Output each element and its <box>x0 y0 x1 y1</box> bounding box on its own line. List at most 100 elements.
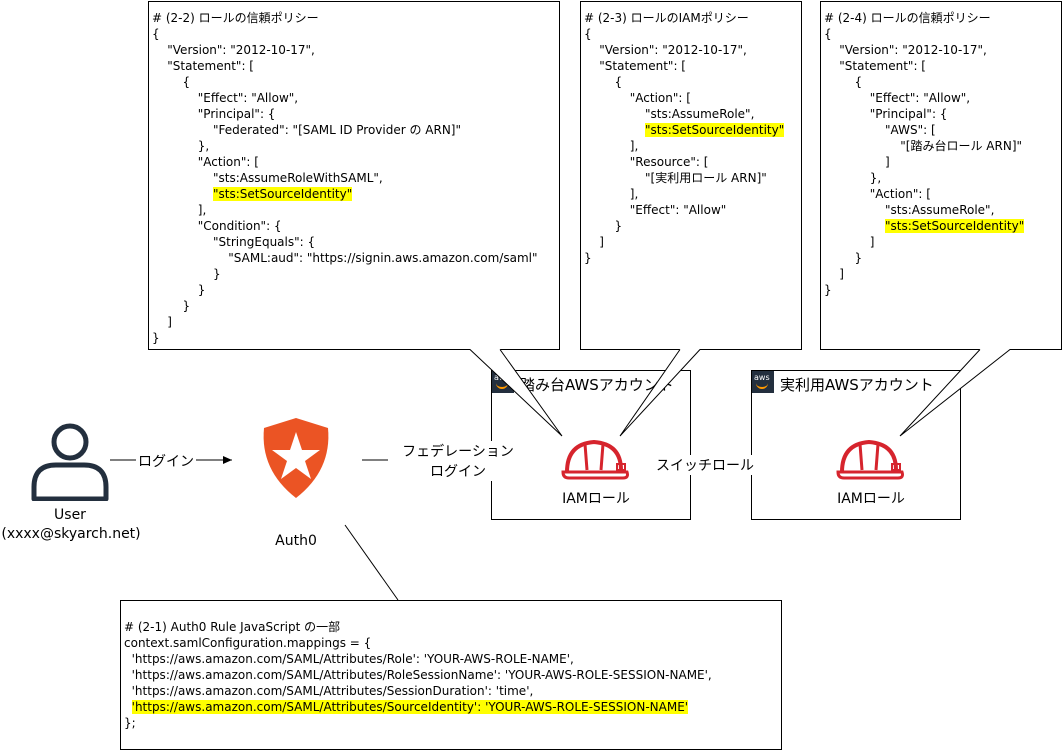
code-text: "Version": "2012-10-17", <box>584 43 747 57</box>
code-text: { <box>824 27 832 41</box>
code-text: 'https://aws.amazon.com/SAML/Attributes/… <box>124 684 534 698</box>
code-block: # (2-3) ロールのIAMポリシー { "Version": "2012-10… <box>581 2 801 266</box>
code-text: ] <box>824 155 890 169</box>
code-line: ], <box>152 202 559 218</box>
code-line: context.samlConfiguration.mappings = { <box>124 635 781 651</box>
code-line: "[実利用ロール ARN]" <box>584 170 801 186</box>
code-line: # (2-1) Auth0 Rule JavaScript の一部 <box>124 619 781 635</box>
user-name: User <box>54 507 86 523</box>
code-text: "Effect": "Allow", <box>152 91 299 105</box>
callout-2-4-trust-policy: # (2-4) ロールの信頼ポリシー{ "Version": "2012-10-… <box>820 1 1062 350</box>
code-text: "Resource": [ <box>584 155 709 169</box>
code-text: "Principal": { <box>152 107 276 121</box>
code-line: "sts:SetSourceIdentity" <box>584 122 801 138</box>
code-line: ] <box>824 266 1061 282</box>
code-text: } <box>152 283 206 297</box>
code-text: } <box>152 299 191 313</box>
code-line: "Resource": [ <box>584 154 801 170</box>
actual-account-name: 実利用AWSアカウント <box>780 376 934 394</box>
auth0-shield-icon <box>263 418 329 498</box>
code-line: "Action": [ <box>584 90 801 106</box>
code-line: { <box>824 74 1061 90</box>
code-line: } <box>824 282 1061 298</box>
code-line: # (2-4) ロールの信頼ポリシー <box>824 10 1061 26</box>
code-line: "Principal": { <box>824 106 1061 122</box>
code-text: "Statement": [ <box>824 59 926 73</box>
code-text: # (2-3) ロールのIAMポリシー <box>584 11 749 25</box>
code-line: { <box>824 26 1061 42</box>
code-block: # (2-1) Auth0 Rule JavaScript の一部 context… <box>121 601 781 731</box>
code-line: "Condition": { <box>152 218 559 234</box>
code-text: "Statement": [ <box>152 59 254 73</box>
code-line: "Action": [ <box>152 154 559 170</box>
code-text: "Effect": "Allow", <box>824 91 971 105</box>
code-text: "Action": [ <box>584 91 691 105</box>
user-icon <box>31 423 109 501</box>
code-text: { <box>824 75 863 89</box>
highlighted-code: "sts:SetSourceIdentity" <box>645 123 785 137</box>
code-text: context.samlConfiguration.mappings = { <box>124 636 372 650</box>
code-line: }, <box>152 138 559 154</box>
code-text: ], <box>584 187 639 201</box>
code-line: "Version": "2012-10-17", <box>584 42 801 58</box>
code-line: } <box>584 218 801 234</box>
iam-role-helmet-icon <box>561 439 629 480</box>
code-line: 'https://aws.amazon.com/SAML/Attributes/… <box>124 699 781 715</box>
code-line: } <box>584 250 801 266</box>
code-line: "AWS": [ <box>824 122 1061 138</box>
code-text: { <box>584 27 592 41</box>
code-text: "[実利用ロール ARN]" <box>584 171 767 185</box>
code-line: "Effect": "Allow", <box>824 90 1061 106</box>
code-text: 'https://aws.amazon.com/SAML/Attributes/… <box>124 652 574 666</box>
iam-role-helmet-icon <box>836 439 904 480</box>
code-text: ], <box>584 139 639 153</box>
callout-2-3-iam-policy: # (2-3) ロールのIAMポリシー { "Version": "2012-10… <box>580 1 802 350</box>
stepping-iam-role-label: IAMロール <box>562 491 630 507</box>
code-text: "Statement": [ <box>584 59 686 73</box>
code-text: ] <box>824 235 875 249</box>
callout-2-2-trust-policy: # (2-2) ロールの信頼ポリシー { "Version": "2012-10-… <box>148 1 560 350</box>
code-line: "Version": "2012-10-17", <box>152 42 559 58</box>
code-line: "Statement": [ <box>152 58 559 74</box>
code-text: "sts:AssumeRole", <box>824 203 995 217</box>
code-line: # (2-2) ロールの信頼ポリシー <box>152 10 559 26</box>
code-line: ] <box>152 314 559 330</box>
highlighted-code: "sts:SetSourceIdentity" <box>213 187 353 201</box>
code-text: } <box>152 331 160 345</box>
edge-label-federation-line2: ログイン <box>430 464 486 480</box>
code-block: # (2-2) ロールの信頼ポリシー { "Version": "2012-10-… <box>149 2 559 346</box>
code-text: ] <box>152 315 172 329</box>
code-line: "[踏み台ロール ARN]" <box>824 138 1061 154</box>
code-text: "SAML:aud": "https://signin.aws.amazon.c… <box>152 251 538 265</box>
code-line: "Federated": "[SAML ID Provider の ARN]" <box>152 122 559 138</box>
code-line: "Statement": [ <box>584 58 801 74</box>
code-line: ] <box>824 154 1061 170</box>
code-line: ] <box>824 234 1061 250</box>
code-text: } <box>824 283 832 297</box>
code-text: "Version": "2012-10-17", <box>152 43 315 57</box>
code-text: "Federated": "[SAML ID Provider の ARN]" <box>152 123 462 137</box>
code-text: # (2-1) Auth0 Rule JavaScript の一部 <box>124 620 341 634</box>
code-text: "Condition": { <box>152 219 282 233</box>
actual-iam-role-label: IAMロール <box>837 491 905 507</box>
code-block: # (2-4) ロールの信頼ポリシー{ "Version": "2012-10-… <box>821 2 1061 298</box>
code-line: } <box>152 330 559 346</box>
code-line: { <box>152 74 559 90</box>
code-text: } <box>824 251 863 265</box>
code-text: } <box>584 219 623 233</box>
code-line: 'https://aws.amazon.com/SAML/Attributes/… <box>124 651 781 667</box>
code-line: "sts:SetSourceIdentity" <box>824 218 1061 234</box>
code-text: "Principal": { <box>824 107 948 121</box>
highlighted-code: 'https://aws.amazon.com/SAML/Attributes/… <box>131 700 689 714</box>
code-line: # (2-3) ロールのIAMポリシー <box>584 10 801 26</box>
code-line: "sts:AssumeRole", <box>824 202 1061 218</box>
code-line: { <box>584 26 801 42</box>
connector-auth0-to-rule <box>344 524 399 601</box>
code-line: } <box>152 282 559 298</box>
code-text: "Action": [ <box>152 155 259 169</box>
code-line: "sts:AssumeRoleWithSAML", <box>152 170 559 186</box>
code-text: # (2-2) ロールの信頼ポリシー <box>152 11 319 25</box>
code-line: "Version": "2012-10-17", <box>824 42 1061 58</box>
code-text: { <box>152 75 191 89</box>
code-text: } <box>152 267 221 281</box>
